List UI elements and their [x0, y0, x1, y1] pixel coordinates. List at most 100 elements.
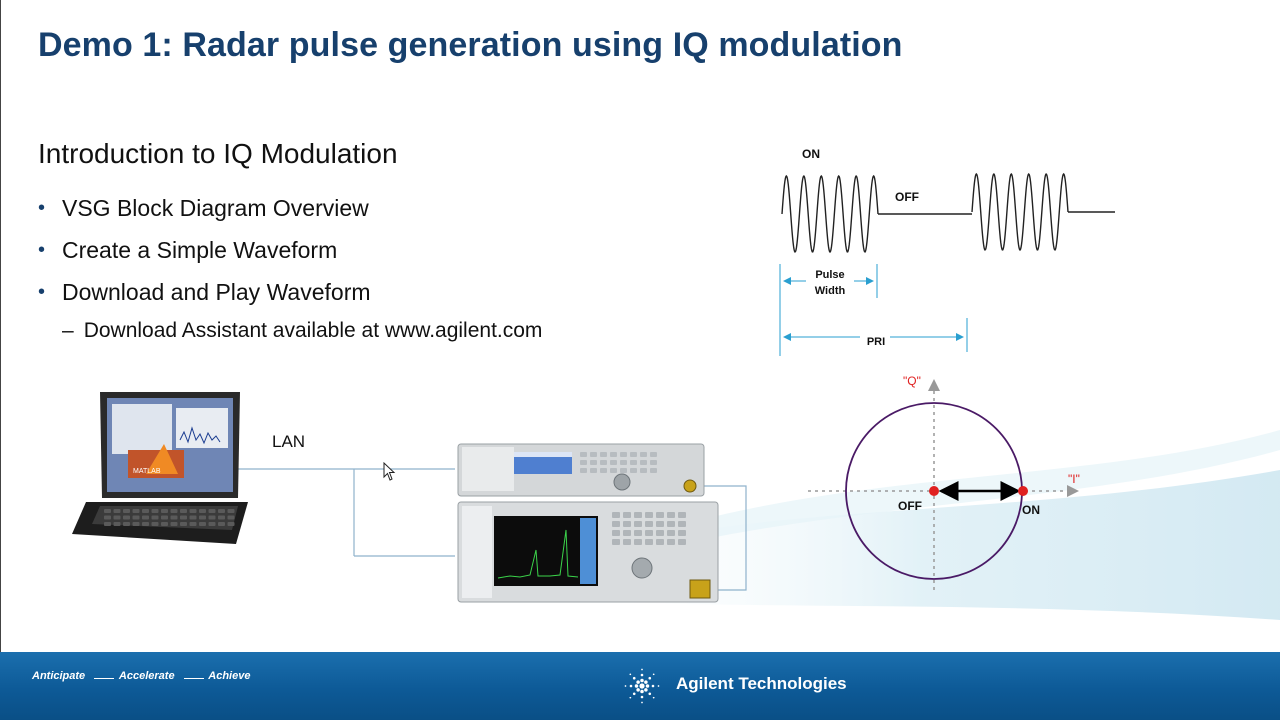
- sa-key: [623, 512, 631, 518]
- bullet-glyph: •: [38, 281, 46, 303]
- bullet-item: •Create a Simple Waveform: [38, 232, 371, 274]
- laptop-key: [132, 509, 140, 513]
- spark-dot: [657, 685, 660, 687]
- agilent-spark-logo-icon: [624, 668, 660, 704]
- sa-left-bezel: [462, 506, 492, 598]
- laptop-key: [113, 509, 121, 513]
- spark-dot: [644, 680, 648, 684]
- laptop-key: [218, 515, 225, 520]
- sa-key: [667, 530, 675, 536]
- bullet-glyph: •: [38, 197, 46, 219]
- lan-label: LAN: [272, 432, 306, 451]
- laptop-key: [227, 509, 235, 513]
- sa-key: [634, 512, 642, 518]
- laptop-key: [189, 509, 197, 513]
- pulse-2-waveform: [971, 172, 1069, 252]
- laptop-key: [104, 509, 111, 513]
- siggen-key: [590, 460, 597, 465]
- rf-cable: [692, 485, 747, 591]
- bullet-text: Create a Simple Waveform: [62, 237, 338, 263]
- i-axis-label: "I": [1068, 472, 1080, 486]
- sa-key: [645, 539, 653, 545]
- sa-key: [634, 521, 642, 527]
- laptop-key: [180, 509, 187, 513]
- siggen-key: [580, 468, 587, 473]
- spark-dot: [632, 676, 636, 680]
- pri-label-bg: [860, 330, 890, 346]
- spark-dot: [624, 685, 627, 687]
- siggen-key: [630, 452, 637, 457]
- iq-diagram: "Q" "I" OFF ON: [808, 374, 1080, 590]
- laptop-key: [189, 522, 197, 526]
- sa-key: [656, 530, 664, 536]
- laptop-key: [151, 522, 159, 526]
- laptop-key: [151, 509, 159, 513]
- laptop: MATLAB: [72, 392, 248, 544]
- spark-dot: [641, 668, 643, 671]
- sa-key: [634, 530, 642, 536]
- laptop-key: [123, 515, 130, 520]
- spark-dot: [641, 701, 643, 704]
- spark-dot: [645, 684, 650, 688]
- siggen-key: [650, 468, 657, 473]
- bullet-item: •Download and Play Waveform: [38, 274, 371, 316]
- laptop-key: [208, 515, 216, 520]
- laptop-key: [170, 509, 178, 513]
- siggen-key: [650, 452, 657, 457]
- sa-knob: [631, 557, 653, 579]
- q-axis-label: "Q": [903, 374, 921, 388]
- laptop-keys: [104, 509, 235, 526]
- sa-key: [678, 521, 686, 527]
- section-heading: Introduction to IQ Modulation: [38, 138, 398, 169]
- sa-keypad: [612, 512, 686, 545]
- siggen-key: [640, 468, 647, 473]
- siggen-key: [600, 452, 607, 457]
- laptop-key: [132, 515, 140, 520]
- siggen-key: [640, 452, 647, 457]
- footer-brand: Agilent Technologies: [618, 668, 847, 704]
- off-point: [929, 486, 939, 496]
- spark-dot: [640, 678, 644, 683]
- sa-key: [656, 539, 664, 545]
- sa-screen-softkeys: [580, 518, 596, 584]
- siggen-bezel: [462, 447, 514, 491]
- hardware-setup: MATLAB: [72, 392, 747, 603]
- siggen-key: [610, 468, 617, 473]
- spark-dot: [644, 688, 648, 692]
- pulse-off-label: OFF: [895, 190, 919, 204]
- sa-key: [623, 530, 631, 536]
- laptop-key: [170, 522, 178, 526]
- siggen-key: [620, 468, 627, 473]
- laptop-key: [123, 509, 130, 513]
- spark-dot: [648, 676, 652, 680]
- siggen-key: [620, 460, 627, 465]
- bullet-item: • VSG Block Diagram Overview: [38, 190, 371, 232]
- spark-center-dot: [639, 683, 645, 689]
- pulse-width-label-2: Width: [815, 285, 846, 297]
- spark-dot: [629, 696, 632, 699]
- sa-key: [678, 539, 686, 545]
- sa-key: [645, 530, 653, 536]
- laptop-key: [104, 515, 111, 520]
- siggen-key: [630, 468, 637, 473]
- sa-key: [623, 521, 631, 527]
- laptop-key: [199, 515, 206, 520]
- sa-key: [612, 530, 620, 536]
- laptop-key: [142, 509, 149, 513]
- slide-title: Demo 1: Radar pulse generation using IQ …: [38, 26, 903, 64]
- laptop-key: [170, 515, 178, 520]
- siggen-key: [620, 452, 627, 457]
- spark-dot: [652, 696, 655, 699]
- siggen-key: [600, 460, 607, 465]
- laptop-key: [151, 515, 159, 520]
- tagline-achieve: Achieve: [208, 670, 251, 682]
- laptop-key: [113, 522, 121, 526]
- signal-analyzer: [457, 501, 719, 603]
- laptop-key: [218, 509, 225, 513]
- spark-dot: [640, 673, 644, 677]
- laptop-screen-text: MATLAB: [133, 468, 161, 475]
- laptop-key: [208, 522, 216, 526]
- bullet-text: VSG Block Diagram Overview: [62, 195, 369, 221]
- siggen-display: [514, 452, 572, 474]
